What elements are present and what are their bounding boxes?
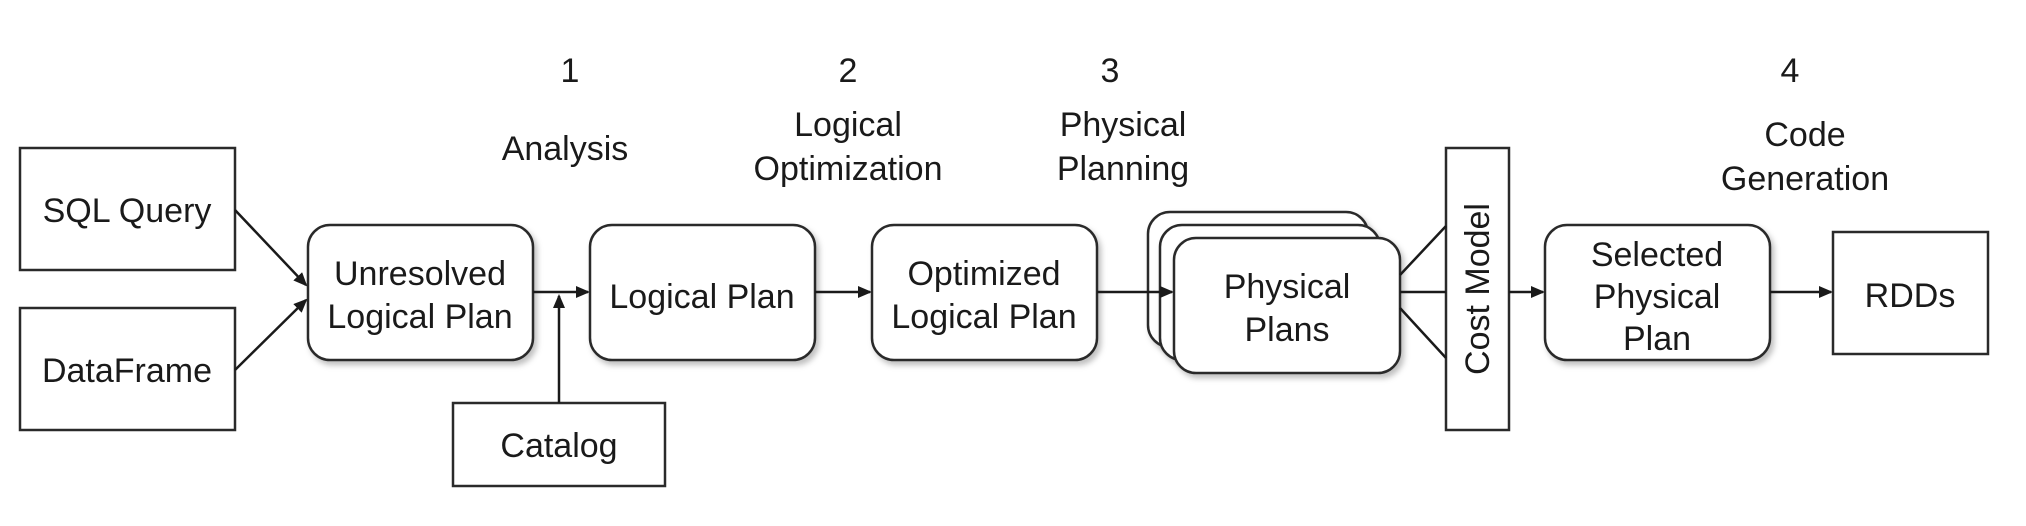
- step-3-number: 3: [1101, 52, 1120, 90]
- step-4-title-line2: Generation: [1721, 160, 1889, 198]
- selected-physical-plan-node: Selected Physical Plan: [1543, 223, 1772, 362]
- step-4-header: 4 Code Generation: [1721, 52, 1889, 198]
- selected-label-line3: Plan: [1623, 320, 1691, 358]
- physical-plans-node: Physical Plans: [1146, 210, 1402, 375]
- physical-plans-label-line1: Physical: [1224, 268, 1351, 306]
- physical-plan-stack-front: [1172, 236, 1402, 375]
- sql-query-label: SQL Query: [43, 192, 212, 230]
- unresolved-logical-plan-node: Unresolved Logical Plan: [306, 223, 535, 362]
- optimized-logical-plan-node: Optimized Logical Plan: [870, 223, 1099, 362]
- line-physical-to-cost-lower: [1399, 307, 1447, 359]
- cost-model-label: Cost Model: [1459, 203, 1497, 375]
- catalog-label: Catalog: [500, 427, 617, 465]
- step-4-title-line1: Code: [1764, 116, 1845, 154]
- step-1-title: Analysis: [502, 130, 629, 168]
- unresolved-label-line1: Unresolved: [334, 255, 506, 293]
- unresolved-label-line2: Logical Plan: [327, 298, 512, 336]
- step-2-title-line2: Optimization: [754, 150, 943, 188]
- step-3-title-line2: Planning: [1057, 150, 1189, 188]
- dataframe-label: DataFrame: [42, 352, 212, 390]
- step-1-number: 1: [561, 52, 580, 90]
- cost-model-node: Cost Model: [1444, 146, 1511, 432]
- arrow-dataframe-to-unresolved: [234, 298, 308, 371]
- step-3-title-line1: Physical: [1060, 106, 1187, 144]
- rdds-label: RDDs: [1865, 277, 1956, 315]
- sql-query-node: SQL Query: [18, 146, 237, 272]
- step-2-header: 2 Logical Optimization: [754, 52, 943, 188]
- step-2-title-line1: Logical: [794, 106, 902, 144]
- selected-label-line2: Physical: [1594, 278, 1721, 316]
- optimized-label-line1: Optimized: [907, 255, 1060, 293]
- catalog-node: Catalog: [451, 401, 667, 488]
- logical-plan-label: Logical Plan: [609, 278, 794, 316]
- arrow-sql-to-unresolved: [234, 209, 308, 287]
- arrows: [234, 209, 1833, 403]
- physical-plans-label-line2: Plans: [1244, 311, 1329, 349]
- selected-label-line1: Selected: [1591, 236, 1723, 274]
- line-physical-to-cost-upper: [1399, 225, 1447, 276]
- dataframe-node: DataFrame: [18, 306, 237, 432]
- logical-plan-node: Logical Plan: [588, 223, 817, 362]
- step-1-header: 1 Analysis: [502, 52, 629, 168]
- step-4-number: 4: [1781, 52, 1800, 90]
- rdds-node: RDDs: [1831, 230, 1990, 356]
- step-3-header: 3 Physical Planning: [1057, 52, 1189, 188]
- optimized-label-line2: Logical Plan: [891, 298, 1076, 336]
- step-2-number: 2: [839, 52, 858, 90]
